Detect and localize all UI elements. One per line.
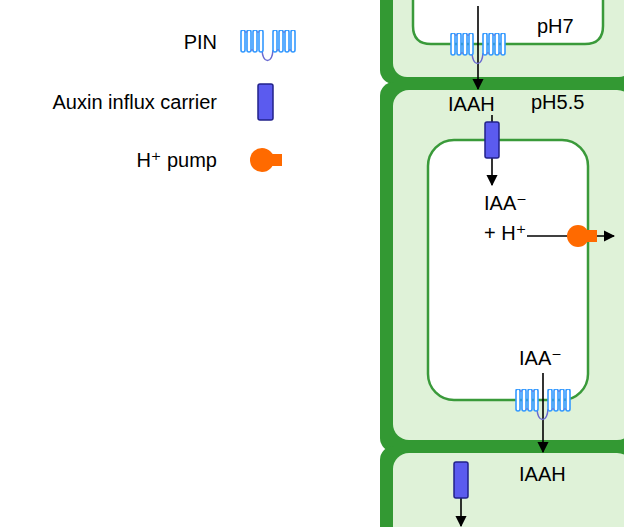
cell-label: IAA⁻ + H⁺	[484, 188, 540, 248]
cytoplasm-box: IAA⁻ + H⁺ IAA⁻	[428, 140, 588, 400]
legend-label: H⁺ pump	[136, 148, 217, 172]
cell-label: pH7	[537, 14, 574, 38]
legend-label: Auxin influx carrier	[52, 90, 217, 114]
cell-label: IAA⁻	[519, 346, 562, 370]
cell-box: IAAH	[393, 453, 624, 527]
cell-box: IAAH pH5.5IAA⁻ + H⁺ IAA⁻	[393, 90, 624, 440]
cytoplasm-box: pH7	[412, 0, 603, 44]
legend-label: PIN	[184, 30, 217, 54]
cell-label: pH5.5	[531, 90, 584, 114]
cell-label: IAAH	[448, 92, 495, 116]
cell-label: IAAH	[519, 462, 566, 486]
